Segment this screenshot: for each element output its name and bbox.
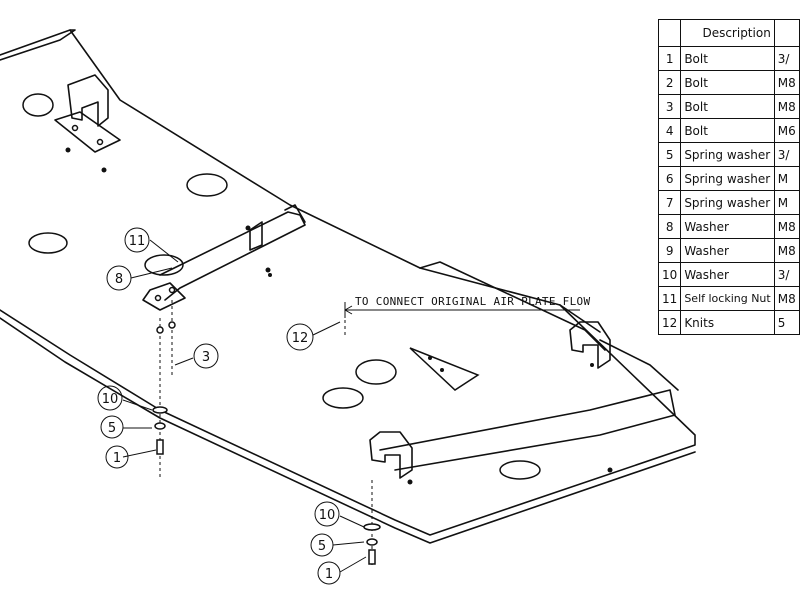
svg-text:10: 10 [319, 508, 336, 523]
plate-hole [355, 359, 397, 385]
row-number: 11 [657, 286, 682, 311]
row-number: 8 [657, 214, 682, 239]
row-number: 6 [657, 166, 682, 191]
parts-table: Description 1 Bolt 3/ 2 Bolt M8 3 Bolt M… [657, 19, 800, 335]
table-row: 4 Bolt M6 [657, 118, 800, 143]
callout-leaders [122, 239, 367, 573]
row-spec: M8 [773, 238, 800, 263]
callout-3: 3 [193, 343, 219, 369]
table-row: 7 Spring washer M [657, 190, 800, 215]
svg-text:3: 3 [202, 350, 210, 365]
row-description: Bolt [680, 118, 775, 143]
row-description: Knits [680, 310, 775, 335]
row-number: 5 [657, 142, 682, 167]
row-description: Washer [680, 262, 775, 287]
row-number: 7 [657, 190, 682, 215]
row-number: 10 [657, 262, 682, 287]
table-row: 1 Bolt 3/ [657, 46, 800, 71]
row-spec: M8 [773, 70, 800, 95]
svg-text:12: 12 [292, 331, 309, 346]
row-description: Bolt [680, 46, 775, 71]
skid-plate-bottom-edge [0, 317, 696, 544]
row-description: Bolt [680, 70, 775, 95]
row-spec: M8 [773, 94, 800, 119]
plate-hole [186, 173, 228, 197]
flow-note-text: TO CONNECT ORIGINAL AIR PLATE FLOW [355, 295, 590, 308]
row-description: Washer [680, 214, 775, 239]
row-description: Bolt [680, 94, 775, 119]
row-number: 2 [657, 70, 682, 95]
triangle-cutout [409, 347, 480, 391]
fastener-stack-left [152, 321, 176, 455]
table-row: 11 Self locking Nut M8 [657, 286, 800, 311]
small-holes [65, 147, 613, 485]
row-spec: 3/ [773, 46, 800, 71]
row-spec: M8 [773, 286, 800, 311]
callout-12: 12 [286, 323, 314, 351]
plate-hole [22, 93, 54, 117]
callout-8: 8 [106, 265, 132, 291]
callout-5: 5 [310, 533, 334, 557]
row-spec: M8 [773, 214, 800, 239]
row-description: Spring washer [680, 142, 775, 167]
skid-plate-outline [0, 29, 696, 536]
header-description: Description [680, 19, 775, 47]
callout-1: 1 [317, 561, 341, 585]
row-description: Self locking Nut [680, 286, 775, 311]
callout-10: 10 [314, 501, 340, 527]
header-no-cell [657, 19, 682, 47]
plate-hole [28, 232, 68, 254]
table-row: 2 Bolt M8 [657, 70, 800, 95]
callout-1: 1 [105, 445, 129, 469]
front-bracket [54, 74, 121, 153]
plate-raised-section [419, 261, 606, 351]
row-spec: M6 [773, 118, 800, 143]
plate-hole [499, 460, 541, 480]
front-lip [0, 29, 76, 61]
row-number: 3 [657, 94, 682, 119]
callout-5: 5 [100, 415, 124, 439]
row-number: 1 [657, 46, 682, 71]
table-row: 5 Spring washer 3/ [657, 142, 800, 167]
svg-text:1: 1 [325, 567, 333, 582]
svg-text:5: 5 [318, 539, 326, 554]
svg-text:1: 1 [113, 451, 121, 466]
row-spec: M [773, 190, 800, 215]
flow-note: TO CONNECT ORIGINAL AIR PLATE FLOW [344, 295, 590, 318]
row-number: 12 [657, 310, 682, 335]
row-number: 4 [657, 118, 682, 143]
callout-10: 10 [97, 385, 123, 411]
row-spec: 3/ [773, 262, 800, 287]
parts-table-header: Description [657, 19, 800, 47]
table-row: 10 Washer 3/ [657, 262, 800, 287]
row-spec: 5 [773, 310, 800, 335]
row-description: Spring washer [680, 190, 775, 215]
header-spec-cell [773, 19, 800, 47]
table-row: 8 Washer M8 [657, 214, 800, 239]
table-row: 12 Knits 5 [657, 310, 800, 335]
plate-hole [144, 254, 184, 276]
svg-text:8: 8 [115, 272, 123, 287]
plate-hole [322, 387, 364, 409]
row-description: Washer [680, 238, 775, 263]
row-number: 9 [657, 238, 682, 263]
svg-text:5: 5 [108, 421, 116, 436]
callout-11: 11 [124, 227, 150, 253]
middle-rail-bracket [142, 204, 306, 311]
table-row: 9 Washer M8 [657, 238, 800, 263]
row-spec: M [773, 166, 800, 191]
fastener-stack-right [363, 523, 381, 565]
rear-frame [369, 304, 679, 479]
row-spec: 3/ [773, 142, 800, 167]
row-description: Spring washer [680, 166, 775, 191]
table-row: 6 Spring washer M [657, 166, 800, 191]
table-row: 3 Bolt M8 [657, 94, 800, 119]
svg-text:10: 10 [102, 392, 119, 407]
svg-text:11: 11 [129, 234, 146, 249]
